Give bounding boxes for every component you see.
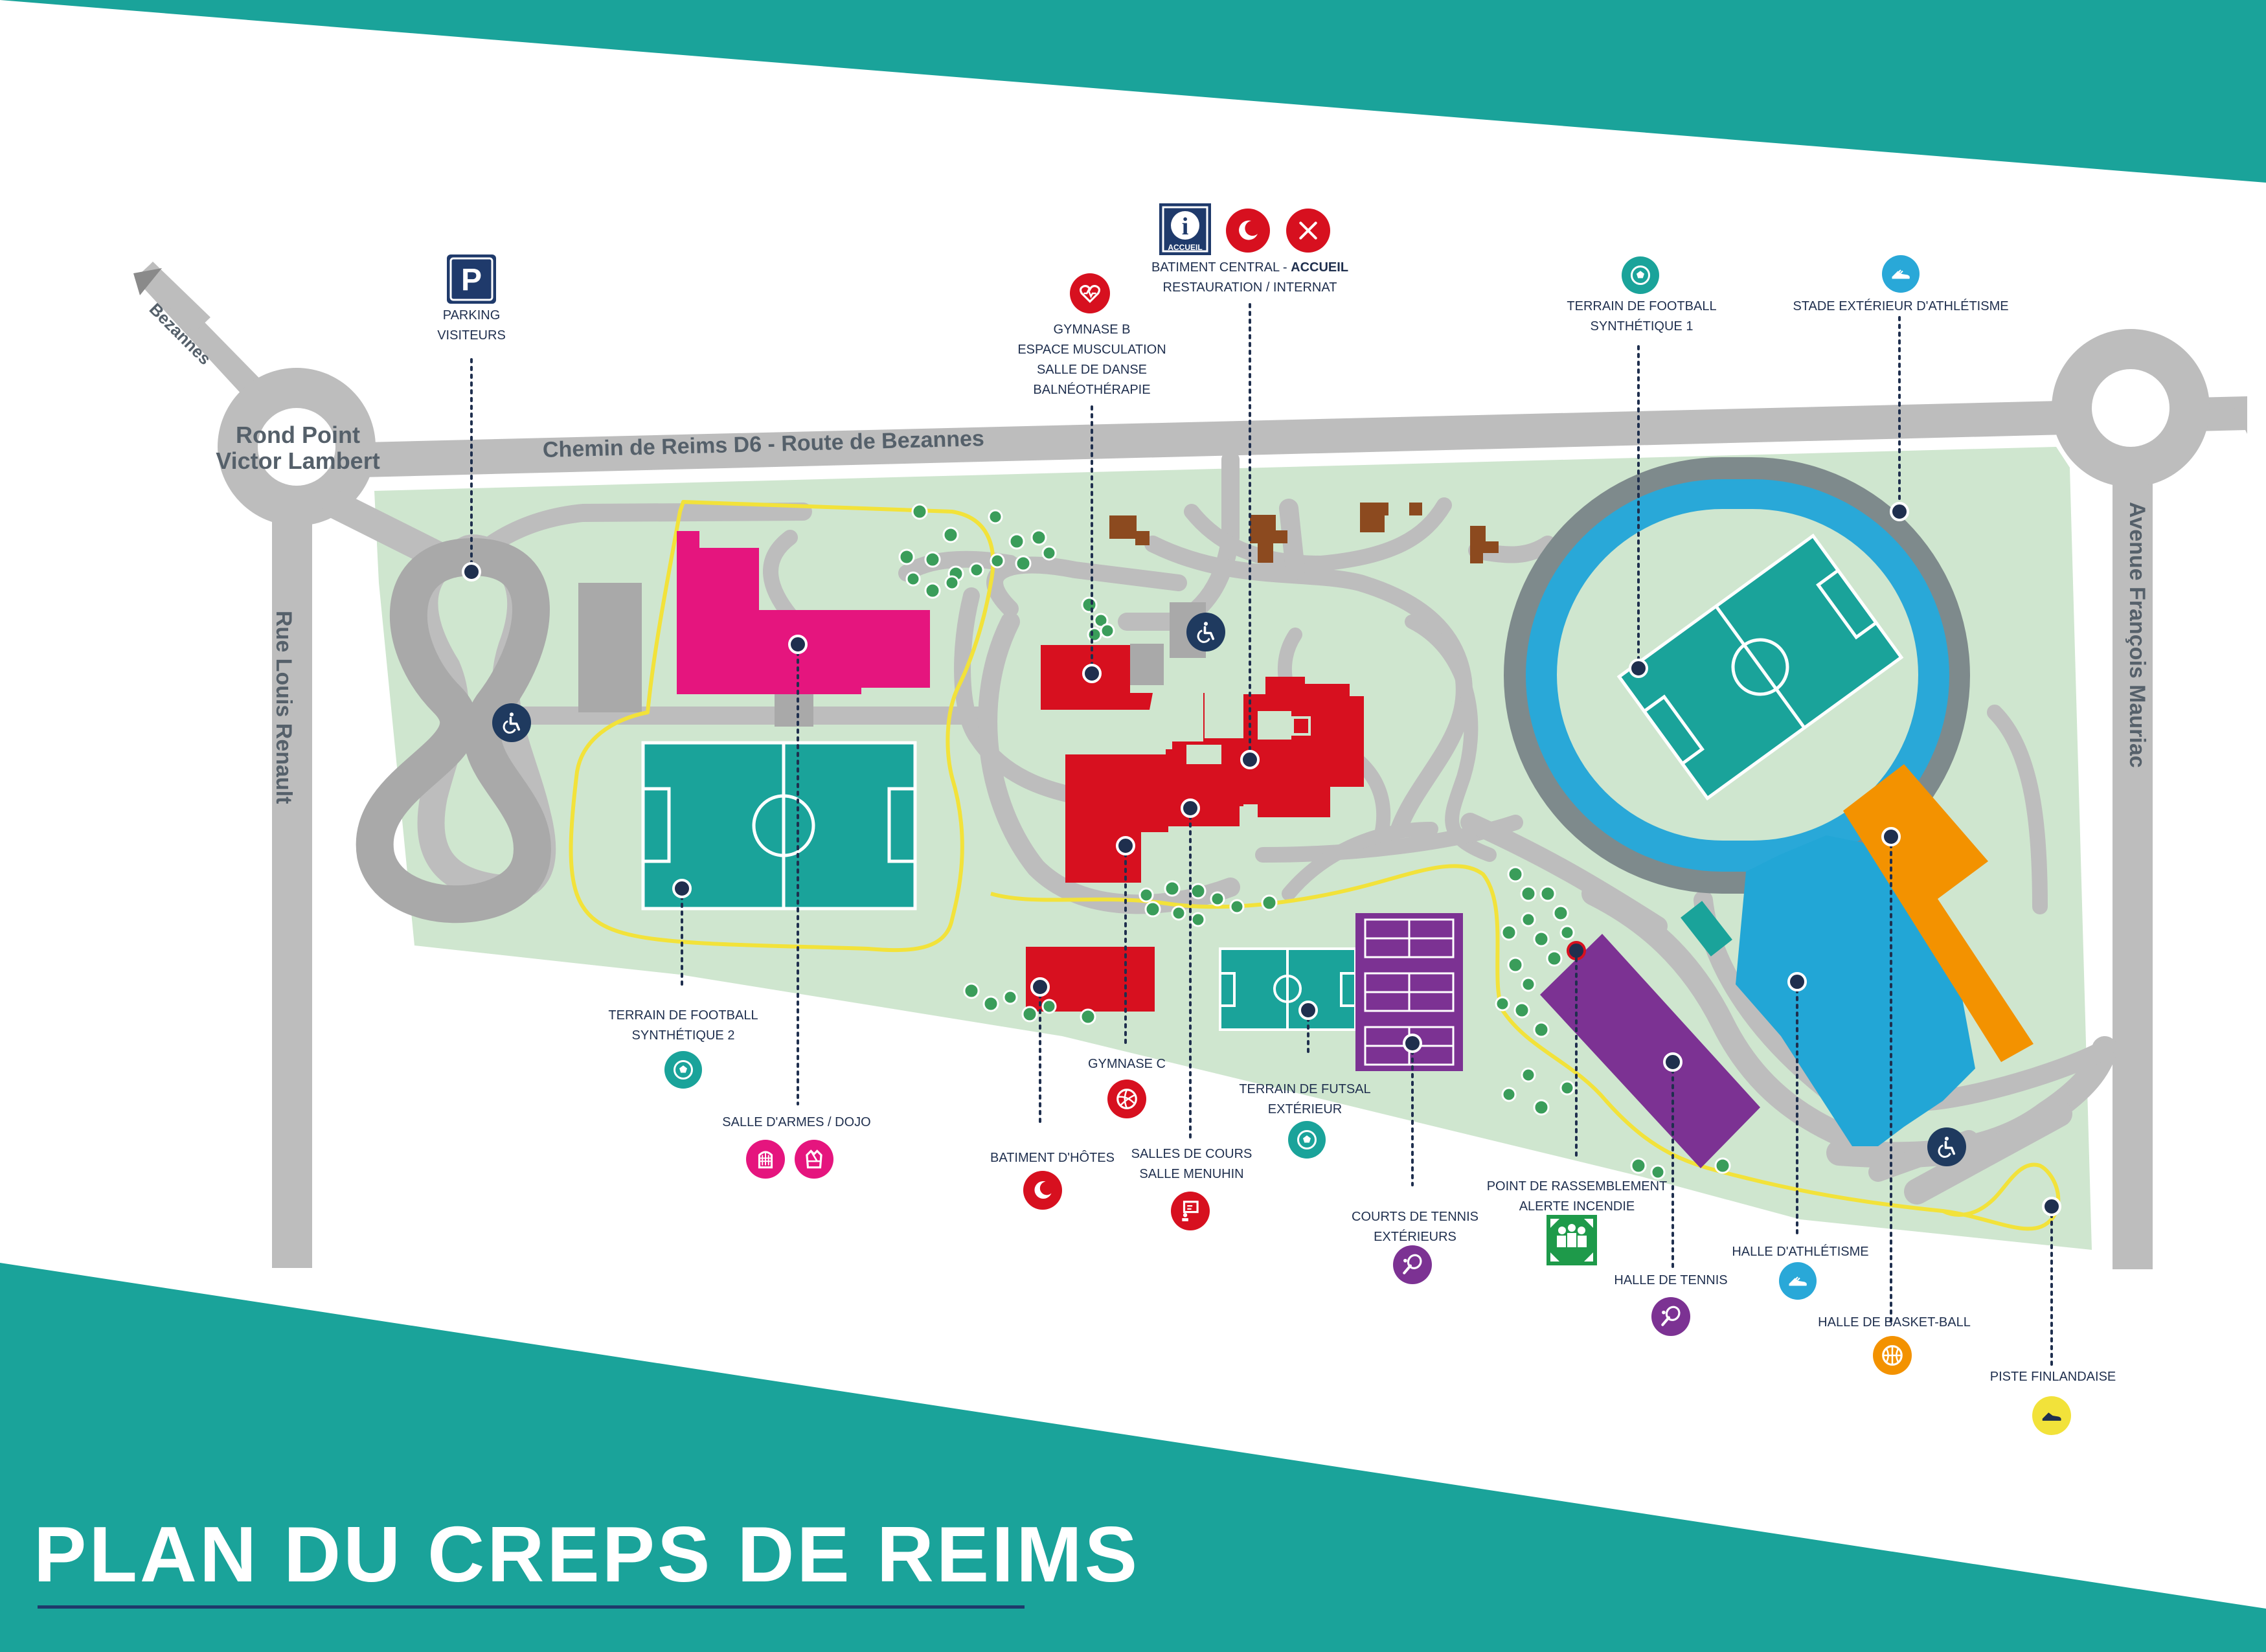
label-batiment-central: BATIMENT CENTRAL - ACCUEIL RESTAURATION …: [1151, 260, 1349, 295]
jogging-path: [569, 500, 2061, 1231]
wheelchair-icon: [492, 703, 531, 742]
label-gymnase-c: GYMNASE C: [1087, 1057, 1166, 1071]
running-shoe-icon: [1882, 255, 1920, 293]
dojo-link: [775, 693, 813, 727]
football-icon: [1288, 1121, 1326, 1159]
label-stade-exterieur: STADE EXTÉRIEUR D'ATHLÉTISME: [1793, 299, 2009, 313]
svg-text:i: i: [1182, 213, 1189, 240]
label-halle-basket: HALLE DE BASKET-BALL: [1818, 1315, 1971, 1330]
info-accueil-icon: i ACCUEIL: [1159, 203, 1211, 255]
wheelchair-icon: [1186, 613, 1225, 651]
top-teal-band: [0, 0, 2266, 183]
fencing-mask-icon: [746, 1140, 785, 1179]
halle-de-tennis-building: [1540, 934, 1760, 1168]
moon-icon: [1226, 209, 1270, 253]
label-halle-tennis: HALLE DE TENNIS: [1614, 1273, 1728, 1287]
parking-lot: [578, 583, 642, 712]
label-salle-armes-dojo: SALLE D'ARMES / DOJO: [722, 1115, 871, 1129]
leader-lines: [470, 303, 2053, 1368]
athletics-stadium: [1504, 457, 1970, 894]
outdoor-tennis-courts: [1355, 913, 1463, 1071]
football-icon: [1622, 256, 1659, 294]
dojo-building: [677, 531, 930, 694]
bezannes-arrow: [133, 262, 210, 333]
basketball-icon: [1873, 1336, 1912, 1375]
rond-point-label: Rond Point Victor Lambert: [216, 422, 380, 474]
label-halle-athletisme: HALLE D'ATHLÉTISME: [1732, 1245, 1869, 1259]
running-shoe-icon: [1779, 1262, 1817, 1300]
tennis-hall-annex: [1543, 979, 1580, 1015]
assembly-point-icon: [1547, 1215, 1597, 1265]
heart-health-icon: [1070, 273, 1110, 313]
restaurant-icon: [1286, 209, 1330, 253]
figure-eight-loop: [356, 537, 551, 923]
parking-icon: P: [447, 255, 496, 304]
label-piste-finlandaise: PISTE FINLANDAISE: [1989, 1370, 2116, 1384]
roundabout-victor-lambert: [218, 368, 376, 526]
roundabout-east: [2052, 329, 2210, 487]
classroom-icon: [1171, 1192, 1210, 1230]
central-inner-court: [1258, 711, 1291, 740]
football-icon: [664, 1051, 702, 1089]
tennis-racket-icon: [1393, 1245, 1432, 1284]
gymnase-b-annex: [1130, 644, 1164, 685]
staff-houses: [1109, 503, 1499, 563]
road-label-louis-renault: Rue Louis Renault: [271, 611, 296, 804]
judo-gi-icon: [795, 1140, 833, 1179]
bottom-teal-band: [0, 1263, 2266, 1652]
road-label-mauriac: Avenue François Mauriac: [2125, 502, 2149, 768]
wheelchair-icon: [1927, 1127, 1966, 1166]
title-underline: [38, 1605, 1025, 1609]
tennis-racket-icon: [1651, 1297, 1690, 1336]
moon-icon: [1023, 1171, 1062, 1210]
central-courtyard: [1186, 745, 1221, 764]
running-shoe-icon: [2032, 1396, 2071, 1435]
volleyball-icon: [1107, 1080, 1146, 1118]
svg-text:P: P: [461, 263, 482, 297]
futsal-pitch: [1219, 947, 1357, 1031]
label-batiment-hotes: BATIMENT D'HÔTES: [990, 1151, 1115, 1165]
svg-text:ACCUEIL: ACCUEIL: [1168, 243, 1202, 252]
trees: [898, 503, 1731, 1180]
page-title: PLAN DU CREPS DE REIMS: [34, 1510, 1140, 1598]
football-pitch-2: [641, 741, 917, 911]
location-dots: [462, 502, 2061, 1216]
central-patio: [1291, 716, 1311, 736]
small-teal-building: [1681, 901, 1732, 956]
